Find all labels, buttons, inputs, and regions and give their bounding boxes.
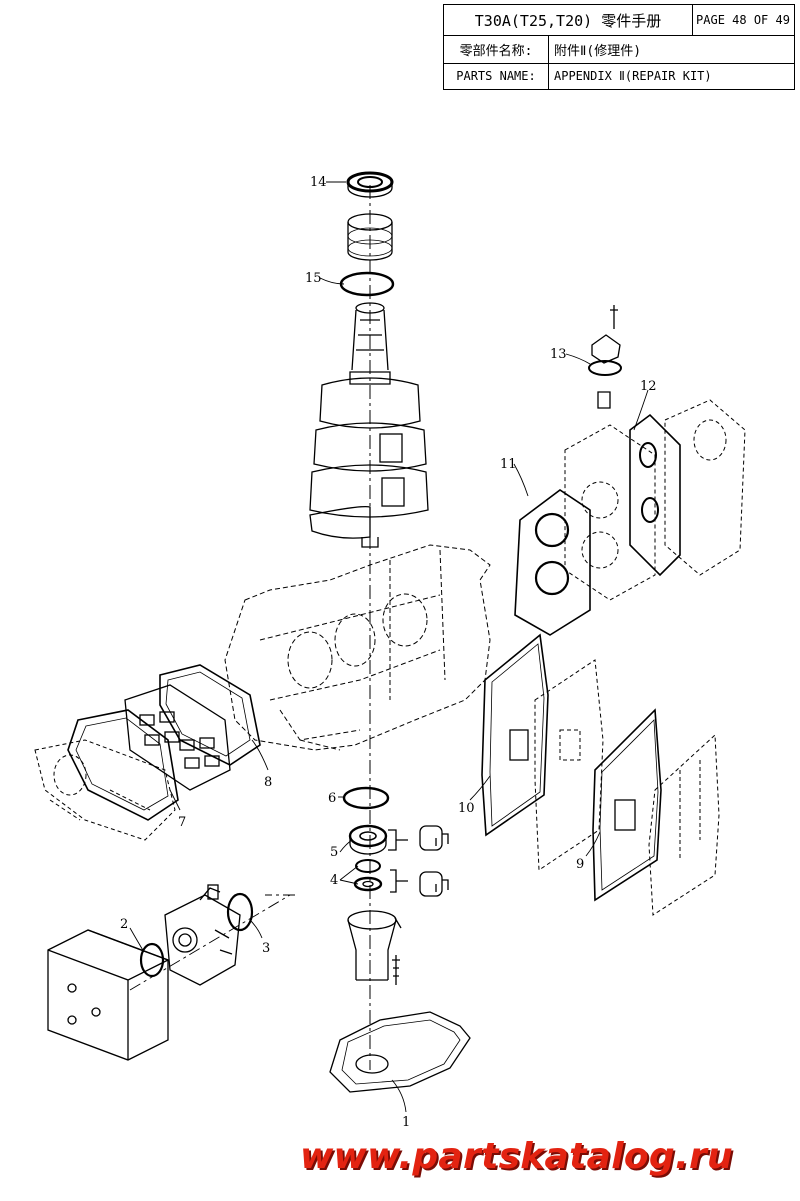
title-row: T30A(T25,T20) 零件手册 PAGE 48 OF 49 (444, 5, 794, 36)
part-o-ring-lower (342, 786, 390, 810)
part-exhaust-gasket-9 (592, 708, 662, 902)
part-head-cover (664, 399, 746, 576)
part-cylinder-block (224, 544, 491, 751)
callout-6: 6 (328, 791, 336, 806)
part-o-ring-upper (339, 271, 395, 297)
part-cylinder-head (564, 424, 656, 601)
part-bottom-gasket (329, 1011, 471, 1093)
callout-numbers: 1 2 3 4 5 6 7 8 9 10 11 12 13 14 15 (120, 175, 657, 1130)
part-o-ring-3 (226, 892, 254, 932)
name-en-value: APPENDIX Ⅱ(REPAIR KIT) (554, 69, 712, 83)
part-seals-pair (353, 859, 383, 892)
part-oil-seal (346, 171, 394, 198)
part-silencer (47, 929, 169, 1061)
seal-detail-brackets (388, 825, 449, 897)
part-bolt (392, 955, 400, 985)
callout-leaders (129, 181, 649, 1113)
site-watermark: www.partskatalog.ru (300, 1136, 733, 1177)
part-crankshaft (309, 302, 429, 548)
title-block: T30A(T25,T20) 零件手册 PAGE 48 OF 49 零部件名称: … (443, 4, 795, 90)
callout-4: 4 (330, 873, 338, 888)
callout-9: 9 (576, 857, 584, 872)
model-title: T30A(T25,T20) 零件手册 (474, 11, 662, 30)
part-bearing-sleeve (347, 213, 393, 261)
name-cn-label: 零部件名称: (459, 43, 533, 59)
part-drive-housing (347, 910, 402, 981)
name-en-label: PARTS NAME: (456, 69, 536, 83)
part-exhaust-gasket-10 (481, 633, 549, 837)
name-cn-row: 零部件名称: 附件Ⅱ(修理件) (444, 35, 794, 64)
callout-10: 10 (458, 801, 475, 816)
part-reed-plate (124, 684, 231, 791)
callout-8: 8 (264, 775, 272, 790)
callout-2: 2 (120, 917, 128, 932)
part-head-cover-gasket-12 (629, 413, 681, 577)
name-cn-value: 附件Ⅱ(修理件) (554, 43, 642, 59)
part-o-ring-2 (139, 942, 165, 978)
callout-5: 5 (330, 845, 338, 860)
part-thermostat (588, 305, 622, 409)
part-intake-gasket (67, 709, 179, 821)
name-en-row: PARTS NAME: APPENDIX Ⅱ(REPAIR KIT) (444, 63, 794, 89)
part-head-gasket-11 (514, 489, 591, 636)
callout-14: 14 (310, 175, 327, 190)
callout-7: 7 (178, 815, 186, 830)
callout-3: 3 (262, 941, 270, 956)
part-bearing (348, 824, 388, 855)
part-reed-gasket (159, 664, 261, 766)
callout-15: 15 (305, 271, 322, 286)
part-carburetor (164, 884, 241, 986)
callout-11: 11 (500, 457, 517, 472)
page-number: PAGE 48 OF 49 (696, 13, 790, 27)
assembly-leader (129, 894, 295, 991)
callout-12: 12 (640, 379, 657, 394)
part-exhaust-inner-cover (534, 659, 604, 871)
callout-1: 1 (402, 1115, 410, 1130)
part-exhaust-outer-cover (648, 733, 720, 916)
part-intake-manifold (34, 739, 176, 841)
callout-13: 13 (550, 347, 567, 362)
